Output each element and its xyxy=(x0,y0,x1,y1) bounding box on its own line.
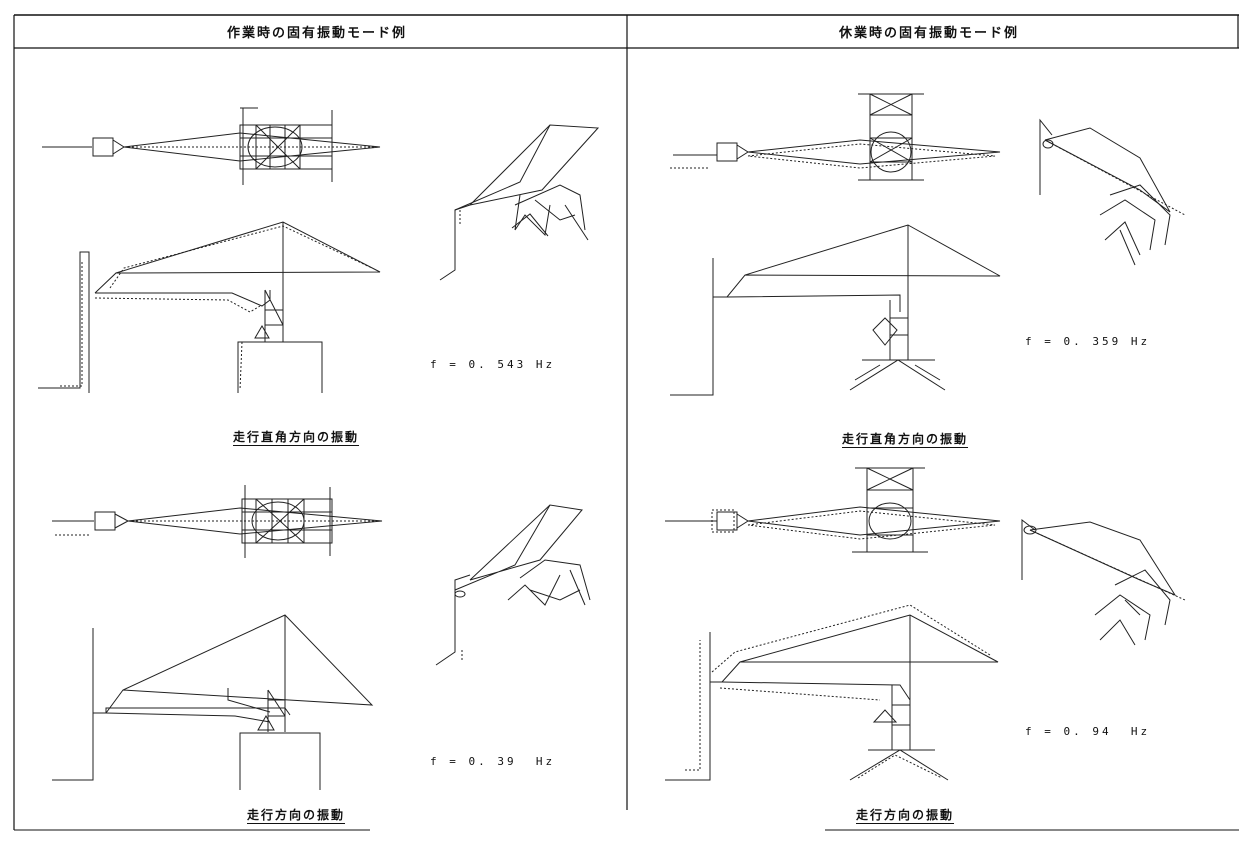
crane-plan-view xyxy=(670,93,1001,181)
crane-3d-view xyxy=(1021,518,1186,646)
crane-3d-view xyxy=(439,124,600,281)
crane-plan-view xyxy=(665,467,1001,553)
frequency-label: f = 0. 543 Hz xyxy=(430,358,556,371)
frequency-label: f = 0. 94 Hz xyxy=(1025,725,1151,738)
frequency-label: f = 0. 359 Hz xyxy=(1025,335,1151,348)
crane-3d-view xyxy=(1039,118,1186,266)
panel-title-resting: 休業時の固有振動モード例 xyxy=(838,26,1019,41)
crane-plan-view xyxy=(52,485,383,558)
crane-side-view xyxy=(665,604,999,781)
crane-side-view xyxy=(38,221,381,393)
crane-side-view xyxy=(670,224,1001,396)
mode-caption: 走行直角方向の振動 xyxy=(233,430,360,444)
mode-caption: 走行方向の振動 xyxy=(247,808,346,822)
frequency-label: f = 0. 39 Hz xyxy=(430,755,556,768)
crane-plan-view xyxy=(42,107,381,185)
mode-caption: 走行方向の振動 xyxy=(856,808,955,822)
crane-side-view xyxy=(52,614,374,790)
crane-3d-view xyxy=(435,504,591,666)
mode-caption: 走行直角方向の振動 xyxy=(842,432,969,446)
panel-title-working: 作業時の固有振動モード例 xyxy=(226,26,407,41)
